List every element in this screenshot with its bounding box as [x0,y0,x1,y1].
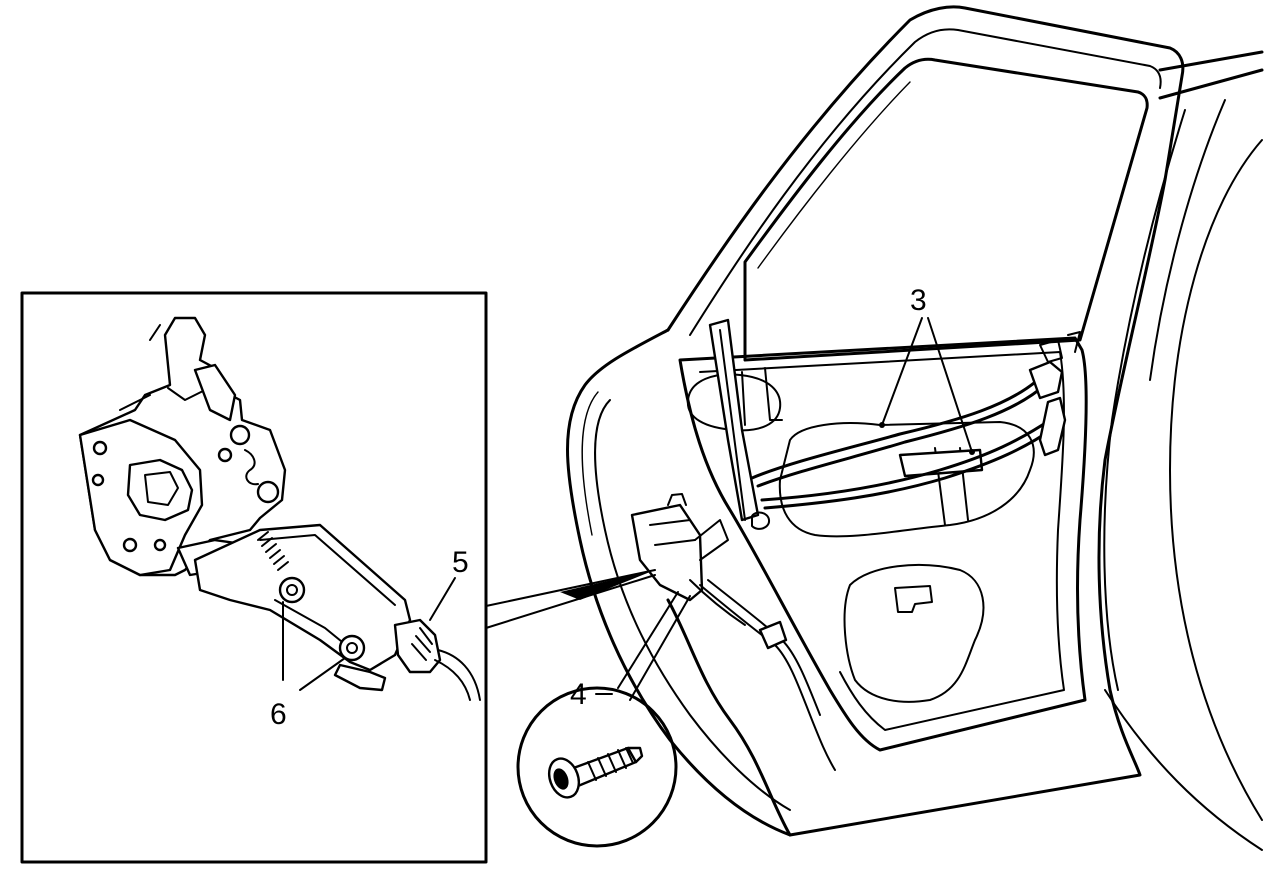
actuator-boot [257,531,289,571]
rear-door-assembly [566,5,1264,851]
door-outer-edge [666,5,1185,837]
speaker-bracket [741,367,783,426]
latch-lever-arm [193,363,237,422]
lock-actuator-detail-inset: 5 6 [20,291,656,864]
callout-3-leader-b [927,317,973,453]
harness-connector [758,620,788,650]
detail-pointer-lower [485,574,656,629]
door-shut-face-flange [581,391,599,536]
actuator-wire-1 [434,659,471,701]
detail-pointer-upper [485,569,656,607]
door-shut-face [566,328,792,837]
actuator-wire-2 [437,649,481,701]
lock-harness-2 [707,579,821,716]
latch-hole-left [91,473,105,487]
inside-handle-bracket [1028,360,1064,400]
latch-pivot-2 [256,480,280,504]
window-glass-run [757,81,911,269]
latch-hole-bottom [122,537,138,553]
actuator-lower-tab [333,663,387,692]
latch-striker-slot [126,458,194,522]
callout-4-label: 4 [570,678,587,711]
body-roof-line [1158,50,1264,72]
lock-cable-upper-2 [756,382,1048,488]
body-inner-panel [1149,99,1226,381]
door-shut-face-inner [594,399,791,811]
body-wheel-arch [1169,139,1263,821]
latch-spring [244,449,259,486]
screw-threads [587,747,634,781]
callout-4-leader-b [629,595,691,701]
window-guide-rail [708,318,760,522]
latch-hole-top [92,440,108,456]
latch-pivot-3 [217,447,233,463]
detail-inset-frame [20,291,488,864]
access-hole-lower [843,564,985,703]
body-rocker-line [1104,689,1263,851]
detail-pointer-tip [560,570,655,600]
callout-3-dot-a [879,422,885,428]
access-hole-upper [778,421,1035,538]
callout-3-dot-b [969,449,975,455]
inside-handle-lever [1038,396,1067,457]
callout-3-group: 3 [879,284,975,455]
body-pillar-outer [1158,68,1264,100]
callout-3-label: 3 [910,284,927,317]
window-guide-rail-inner [719,329,746,521]
guide-bolt [751,511,771,530]
lock-rod [689,519,746,626]
actuator-bolt-upper-core [286,584,298,596]
door-lock-assembly [630,503,704,602]
lock-cable-upper [750,376,1042,480]
screw-tip [626,746,644,764]
callout-6-leader-b [299,657,346,691]
latch-slot-inner [144,471,179,506]
actuator-bolt-lower [338,634,366,662]
callout-3-leader-a [881,317,923,426]
callout-5-label: 5 [452,546,469,579]
callout-4-leader-a [617,591,679,689]
actuator-connector [393,618,442,674]
latch-hole-right [153,538,167,552]
lock-harness [699,584,836,771]
window-opening [743,57,1149,362]
connector-ribs [411,627,433,661]
panel-clip-tab [894,585,933,613]
lock-cable-lower [760,418,1052,502]
screw-detail-circle [516,686,678,848]
door-frame-second-edge [689,28,1162,336]
callout-5-leader [429,577,456,621]
lock-cable-lower-2 [763,426,1056,510]
callout-6-label: 6 [270,698,287,731]
actuator-bolt-lower-core [346,642,358,654]
door-check-link [1039,331,1081,363]
latch-pivot-1 [229,424,251,446]
actuator-bolt-upper [278,576,306,604]
callout-4-group: 4 [516,591,691,848]
inner-panel-outline [678,336,1088,752]
regulator-bracket [898,448,984,478]
screw-head-recess [553,768,569,790]
door-lock-detail [649,493,696,546]
